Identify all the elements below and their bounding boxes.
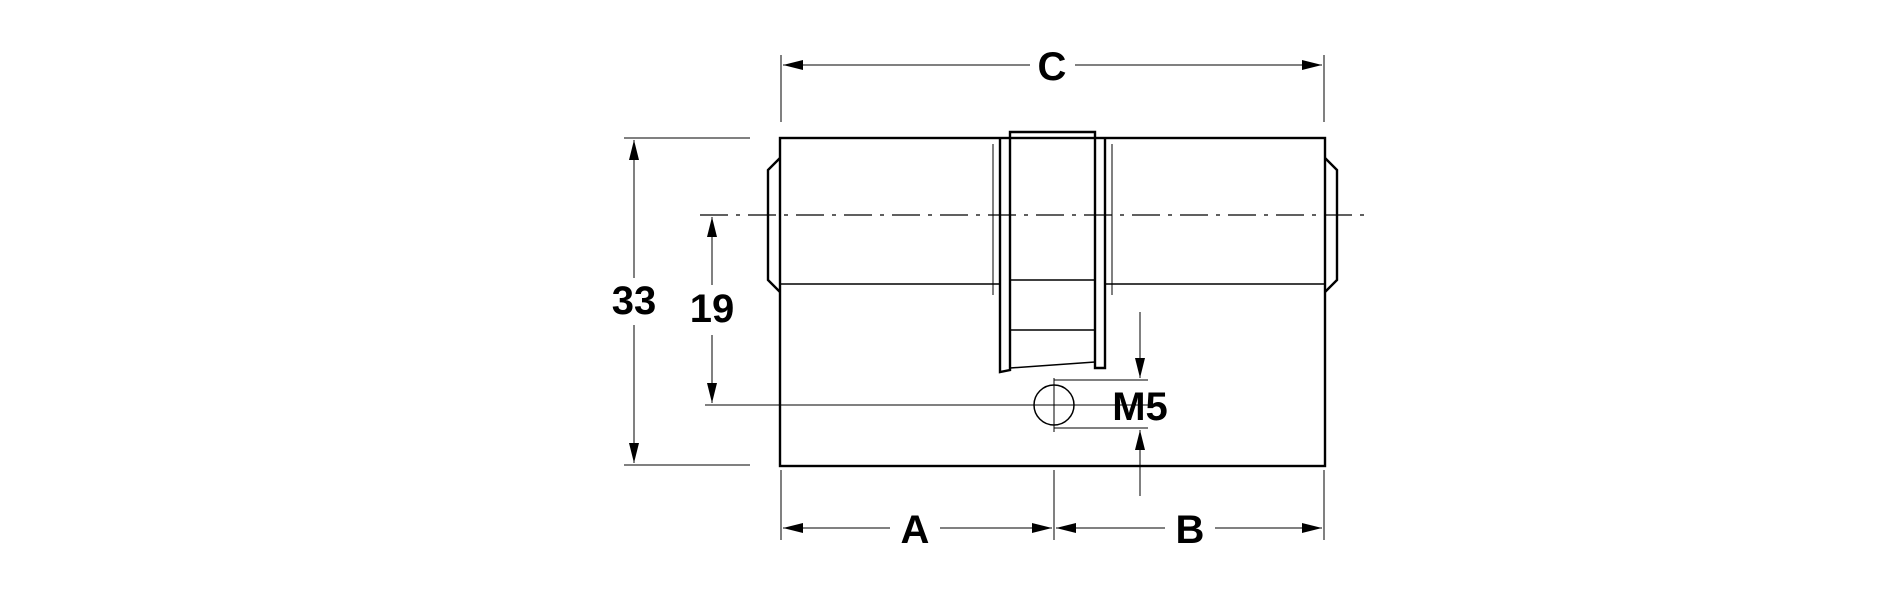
screw-hole	[705, 378, 1148, 432]
dimension-m5-label: M5	[1112, 385, 1168, 429]
right-chamfer	[1324, 157, 1339, 293]
dimension-a-label: A	[901, 508, 930, 552]
cam-bottom	[1009, 361, 1096, 369]
cylinder-body	[766, 136, 1339, 468]
dimension-m5: M5	[1054, 312, 1168, 496]
dimension-b-label: B	[1176, 508, 1205, 552]
left-chamfer	[766, 157, 781, 293]
cam	[992, 130, 1113, 374]
cam-slot-outline	[998, 130, 1107, 374]
dimension-19: 19	[690, 217, 735, 403]
body-outline	[778, 136, 1327, 468]
dimension-c: C	[780, 45, 1325, 122]
dimension-c-label: C	[1038, 45, 1067, 89]
dimension-33-label: 33	[612, 279, 657, 323]
dimension-19-label: 19	[690, 287, 735, 331]
dimension-a-b: A B	[780, 470, 1325, 552]
dimension-33: 33	[612, 137, 750, 466]
